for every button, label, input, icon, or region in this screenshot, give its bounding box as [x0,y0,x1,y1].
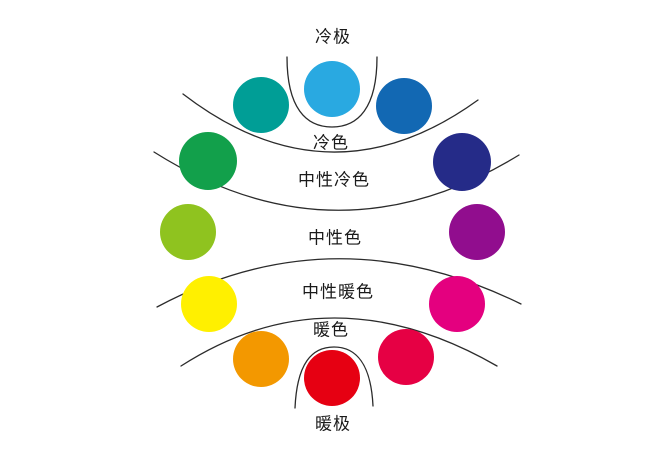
cold-pole-cyan-swatch [304,61,360,117]
warm-band-arc [180,317,498,367]
crimson-swatch [378,329,434,385]
warm-pole-red-swatch [304,350,360,406]
purple-swatch [449,204,505,260]
warm-pole-arc [294,346,374,409]
navy-swatch [433,133,491,191]
green-swatch [179,132,237,190]
cold-band-arc [182,93,479,153]
cold-pole-label: 冷极 [315,27,351,48]
warm-pole-label: 暖极 [315,414,351,435]
magenta-swatch [429,276,485,332]
neutral-cold-label: 中性冷色 [298,170,370,191]
teal-swatch [233,77,289,133]
blue-swatch [376,78,432,134]
cold-pole-arc [286,56,378,128]
warm-label: 暖色 [313,320,349,341]
neutral-label: 中性色 [308,228,362,249]
yellow-green-swatch [160,204,216,260]
neutral-warm-label: 中性暖色 [302,282,374,303]
orange-swatch [233,331,289,387]
cold-label: 冷色 [313,133,349,154]
yellow-swatch [181,276,237,332]
